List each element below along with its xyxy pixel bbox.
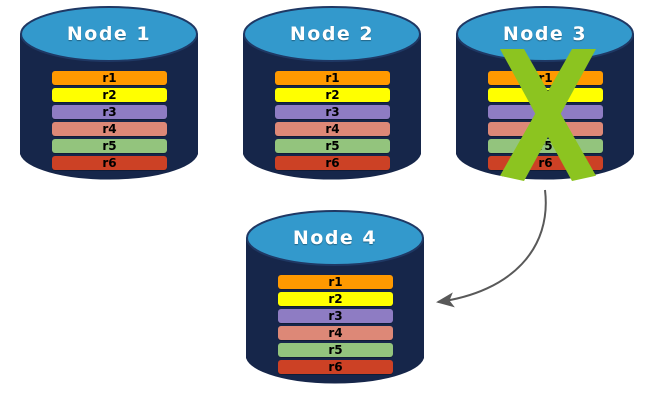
record-bar-r6[interactable]: r6 xyxy=(278,360,393,374)
record-bar-r4[interactable]: r4 xyxy=(52,122,167,136)
cylinder-top-ellipse xyxy=(456,6,634,62)
record-bar-r6[interactable]: r6 xyxy=(52,156,167,170)
record-bar-r3[interactable]: r3 xyxy=(275,105,390,119)
record-bar-r1[interactable]: r1 xyxy=(488,71,603,85)
record-bar-r5[interactable]: r5 xyxy=(52,139,167,153)
record-bar-r5[interactable]: r5 xyxy=(275,139,390,153)
record-bar-r5[interactable]: r5 xyxy=(278,343,393,357)
record-bar-r1[interactable]: r1 xyxy=(52,71,167,85)
cylinder-top-ellipse xyxy=(243,6,421,62)
record-bar-r2[interactable]: r2 xyxy=(278,292,393,306)
record-bar-r1[interactable]: r1 xyxy=(278,275,393,289)
record-bar-r6[interactable]: r6 xyxy=(488,156,603,170)
record-bar-r1[interactable]: r1 xyxy=(275,71,390,85)
record-bar-r4[interactable]: r4 xyxy=(275,122,390,136)
record-bar-r3[interactable]: r3 xyxy=(488,105,603,119)
record-bar-r2[interactable]: r2 xyxy=(275,88,390,102)
record-bar-r2[interactable]: r2 xyxy=(488,88,603,102)
record-bar-r6[interactable]: r6 xyxy=(275,156,390,170)
record-bar-r5[interactable]: r5 xyxy=(488,139,603,153)
record-bar-r3[interactable]: r3 xyxy=(278,309,393,323)
record-bar-r4[interactable]: r4 xyxy=(488,122,603,136)
record-bar-r3[interactable]: r3 xyxy=(52,105,167,119)
record-bar-r4[interactable]: r4 xyxy=(278,326,393,340)
record-bar-r2[interactable]: r2 xyxy=(52,88,167,102)
cylinder-top-ellipse xyxy=(246,210,424,266)
cylinder-top-ellipse xyxy=(20,6,198,62)
